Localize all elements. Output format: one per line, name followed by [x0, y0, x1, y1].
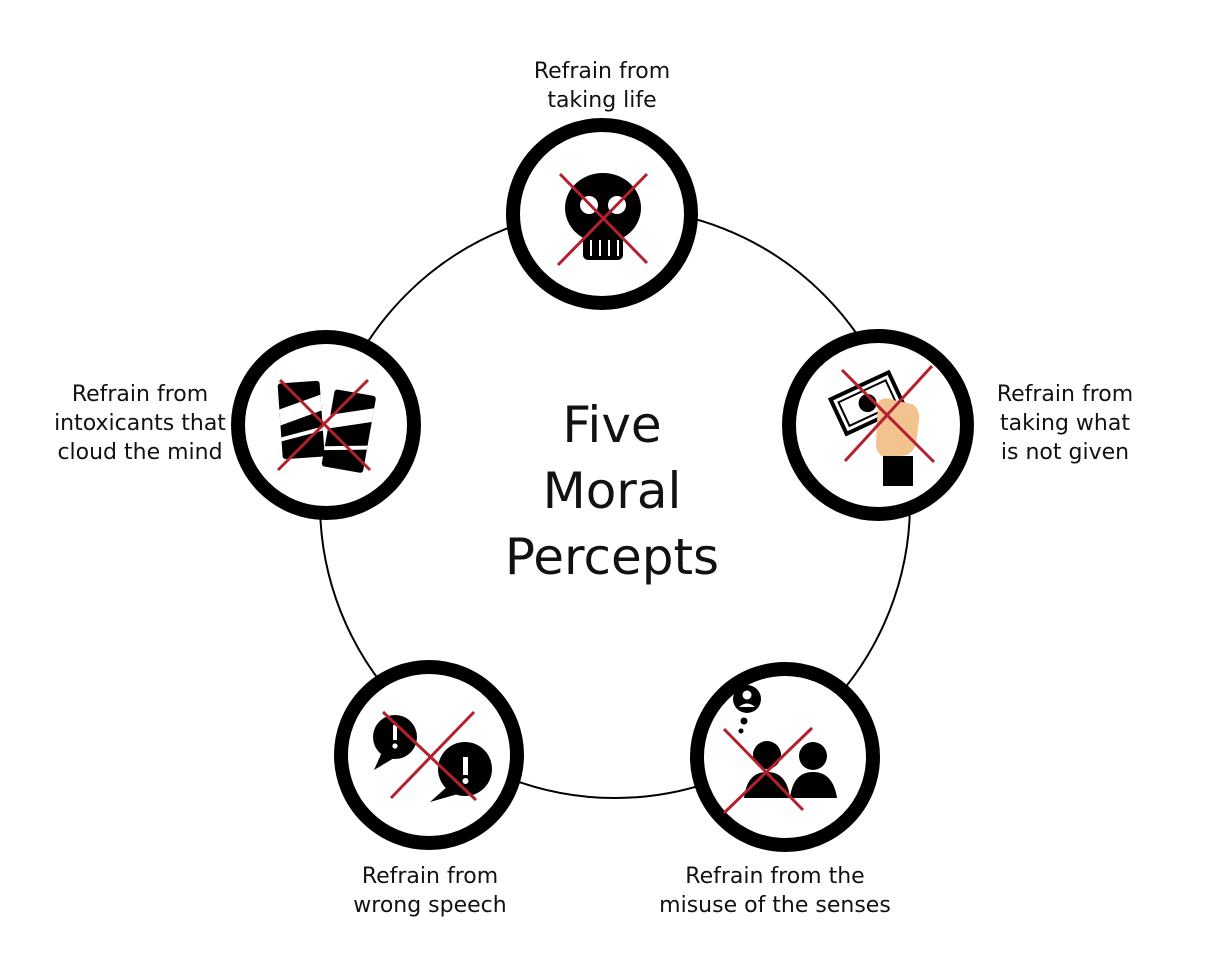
precept-node-intoxicants [231, 330, 421, 520]
label-line: Refrain from [533, 59, 671, 84]
label-line: intoxicants that [54, 411, 226, 436]
label-wrong-speech: Refrain from wrong speech [320, 862, 540, 920]
people-thought-icon [733, 685, 837, 798]
label-intoxicants: Refrain from intoxicants that cloud the … [40, 380, 240, 467]
label-misuse-senses: Refrain from the misuse of the senses [635, 862, 915, 920]
label-line: taking life [547, 88, 657, 113]
beverage-cans-icon [277, 380, 376, 473]
node-ring [690, 662, 880, 852]
diagram-title: Five Moral Percepts [462, 392, 762, 590]
label-line: Refrain from [361, 864, 499, 889]
precept-node-taking-not-given [782, 329, 974, 521]
label-line: Refrain from the [685, 864, 865, 889]
precept-node-wrong-speech [334, 660, 524, 850]
title-line: Five [562, 396, 662, 454]
label-line: Refrain from [996, 382, 1134, 407]
speech-bubbles-icon [373, 715, 492, 802]
label-taking-not-given: Refrain from taking what is not given [975, 380, 1155, 467]
title-line: Percepts [504, 528, 720, 586]
prohibited-cross-icon [381, 710, 478, 802]
label-line: taking what [1000, 411, 1130, 436]
prohibited-cross-icon [556, 172, 649, 267]
prohibited-cross-icon [840, 364, 936, 464]
prohibited-cross-icon [276, 378, 372, 472]
label-line: cloud the mind [57, 440, 223, 465]
label-taking-life: Refrain from taking life [472, 57, 732, 115]
label-line: misuse of the senses [659, 893, 891, 918]
precept-node-taking-life [506, 118, 698, 310]
label-line: Refrain from [71, 382, 209, 407]
title-line: Moral [542, 462, 682, 520]
label-line: wrong speech [353, 893, 507, 918]
label-line: is not given [1000, 440, 1130, 465]
prohibited-cross-icon [722, 726, 814, 815]
precept-node-misuse-senses [690, 662, 880, 852]
